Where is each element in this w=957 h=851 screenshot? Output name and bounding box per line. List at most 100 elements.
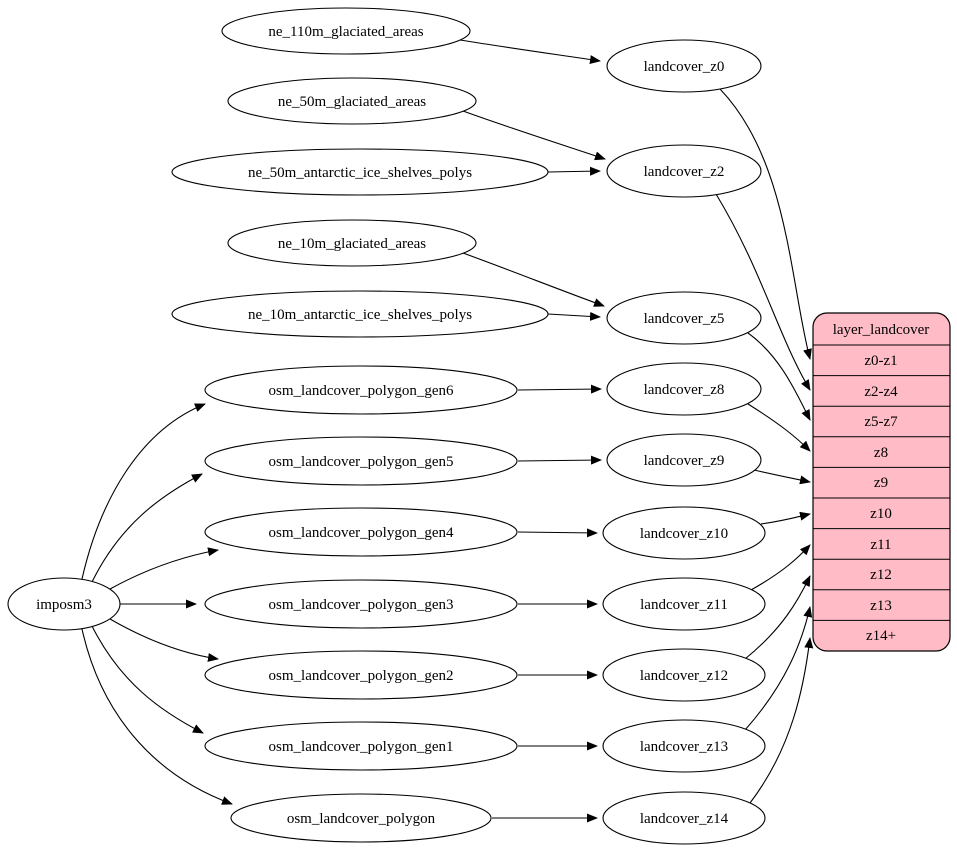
edge-landcover-z13-to-row-z13 — [744, 606, 813, 731]
node-label: osm_landcover_polygon_gen2 — [269, 668, 454, 684]
edge-landcover-z8-to-row-z8 — [747, 403, 811, 452]
node-label: landcover_z2 — [644, 164, 725, 180]
node-label: landcover_z13 — [640, 739, 728, 755]
edge-landcover-z12-to-row-z12 — [744, 575, 811, 660]
edge-imposm3-to-gen4 — [109, 547, 219, 590]
node-landcover-z14: landcover_z14 — [602, 791, 766, 845]
node-ne-110m-glaciated-areas: ne_110m_glaciated_areas — [221, 7, 471, 55]
table-row-z0-z1: z0-z1 — [864, 353, 897, 369]
node-label: landcover_z5 — [644, 311, 725, 327]
node-label: ne_110m_glaciated_areas — [268, 24, 423, 40]
node-osm-landcover-polygon-gen5: osm_landcover_polygon_gen5 — [204, 436, 518, 486]
node-label: landcover_z9 — [644, 453, 725, 469]
edge-ne110m-glaciated-to-landcover-z0 — [459, 39, 601, 64]
node-label: osm_landcover_polygon_gen3 — [269, 597, 454, 613]
node-osm-landcover-polygon-gen6: osm_landcover_polygon_gen6 — [204, 365, 518, 415]
node-label: osm_landcover_polygon_gen1 — [269, 739, 454, 755]
node-osm-landcover-polygon-gen1: osm_landcover_polygon_gen1 — [204, 721, 518, 771]
node-shape — [171, 148, 549, 196]
node-shape — [204, 507, 518, 557]
node-shape — [606, 433, 762, 487]
table-layer-landcover: layer_landcover z0-z1 z2-z4 z5-z7 z8 z9 … — [812, 312, 951, 652]
node-landcover-z5: landcover_z5 — [606, 291, 762, 345]
edge-imposm3-to-gen5 — [91, 473, 203, 583]
edge-landcover-z14-to-row-z14plus — [749, 637, 814, 804]
node-shape — [204, 721, 518, 771]
node-ne-10m-glaciated-areas: ne_10m_glaciated_areas — [227, 219, 477, 267]
node-landcover-z2: landcover_z2 — [606, 144, 762, 198]
edge-imposm3-to-gen2 — [109, 618, 219, 662]
node-osm-landcover-polygon-gen2: osm_landcover_polygon_gen2 — [204, 650, 518, 700]
table-row-z13: z13 — [870, 598, 892, 614]
node-shape — [602, 577, 766, 631]
node-shape — [227, 77, 477, 125]
node-imposm3-shape — [7, 577, 121, 631]
node-label: osm_landcover_polygon_gen4 — [269, 525, 454, 541]
node-landcover-z12: landcover_z12 — [602, 648, 766, 702]
node-shape — [606, 291, 762, 345]
edge-ne10m-antarctic-to-landcover-z5 — [547, 311, 601, 321]
edge-landcover-z5-to-row-z5-z7 — [747, 332, 811, 421]
node-ne-50m-antarctic-ice-shelves-polys: ne_50m_antarctic_ice_shelves_polys — [171, 148, 549, 196]
node-label: ne_50m_antarctic_ice_shelves_polys — [248, 165, 472, 181]
table-row-z5-z7: z5-z7 — [864, 414, 898, 430]
node-label: landcover_z10 — [640, 526, 728, 542]
node-shape — [602, 791, 766, 845]
node-label: ne_50m_glaciated_areas — [278, 94, 426, 110]
node-imposm3: imposm3 — [7, 577, 121, 631]
table-row-z14plus: z14+ — [866, 628, 896, 644]
node-shape — [606, 362, 762, 416]
node-shape — [606, 39, 762, 93]
node-shape — [230, 793, 492, 843]
node-osm-landcover-polygon-gen3: osm_landcover_polygon_gen3 — [204, 579, 518, 629]
table-row-z10: z10 — [870, 506, 892, 522]
node-landcover-z0: landcover_z0 — [606, 39, 762, 93]
table-title: layer_landcover — [833, 322, 930, 338]
node-ne-50m-glaciated-areas: ne_50m_glaciated_areas — [227, 77, 477, 125]
node-ne-10m-antarctic-ice-shelves-polys: ne_10m_antarctic_ice_shelves_polys — [171, 290, 549, 338]
node-shape — [602, 506, 766, 560]
node-label: landcover_z11 — [640, 597, 728, 613]
node-shape — [204, 436, 518, 486]
edge-landcover-z11-to-row-z11 — [750, 544, 811, 591]
node-label: osm_landcover_polygon — [287, 811, 436, 827]
edge-ne50m-glaciated-to-landcover-z2 — [462, 110, 606, 161]
table-row-z11: z11 — [870, 537, 891, 553]
table-row-z12: z12 — [870, 567, 892, 583]
node-osm-landcover-polygon: osm_landcover_polygon — [230, 793, 492, 843]
edge-landcover-z9-to-row-z9 — [753, 469, 811, 485]
node-shape — [221, 7, 471, 55]
node-landcover-z9: landcover_z9 — [606, 433, 762, 487]
edge-landcover-z10-to-row-z10 — [760, 511, 811, 525]
table-row-z9: z9 — [874, 475, 888, 491]
node-shape — [204, 365, 518, 415]
edge-ne50m-antarctic-to-landcover-z2 — [547, 166, 601, 176]
edge-imposm3-to-gen1 — [91, 625, 204, 734]
table-row-z8: z8 — [874, 445, 888, 461]
node-osm-landcover-polygon-gen4: osm_landcover_polygon_gen4 — [204, 507, 518, 557]
node-shape — [204, 650, 518, 700]
edges — [81, 39, 814, 823]
node-landcover-z10: landcover_z10 — [602, 506, 766, 560]
node-landcover-z13: landcover_z13 — [602, 719, 766, 773]
node-label: osm_landcover_polygon_gen6 — [269, 383, 454, 399]
edge-imposm3-to-osm-landcover-polygon — [81, 628, 233, 805]
edge-landcover-z2-to-row-z2-z4 — [715, 193, 811, 391]
table-outline — [812, 312, 951, 652]
table-row-z2-z4: z2-z4 — [864, 384, 898, 400]
edge-landcover-z0-to-row-z0-z1 — [719, 88, 812, 360]
node-shape — [204, 579, 518, 629]
node-shape — [602, 719, 766, 773]
edge-gen4-to-landcover-z10 — [517, 528, 598, 538]
edge-ne10m-glaciated-to-landcover-z5 — [462, 252, 605, 307]
edge-gen5-to-landcover-z9 — [517, 455, 602, 465]
node-label: ne_10m_glaciated_areas — [278, 236, 426, 252]
node-label: landcover_z0 — [644, 59, 725, 75]
node-label: landcover_z12 — [640, 668, 728, 684]
node-landcover-z8: landcover_z8 — [606, 362, 762, 416]
edge-imposm3-to-gen6 — [81, 403, 206, 580]
node-label: ne_10m_antarctic_ice_shelves_polys — [248, 307, 472, 323]
node-shape — [606, 144, 762, 198]
